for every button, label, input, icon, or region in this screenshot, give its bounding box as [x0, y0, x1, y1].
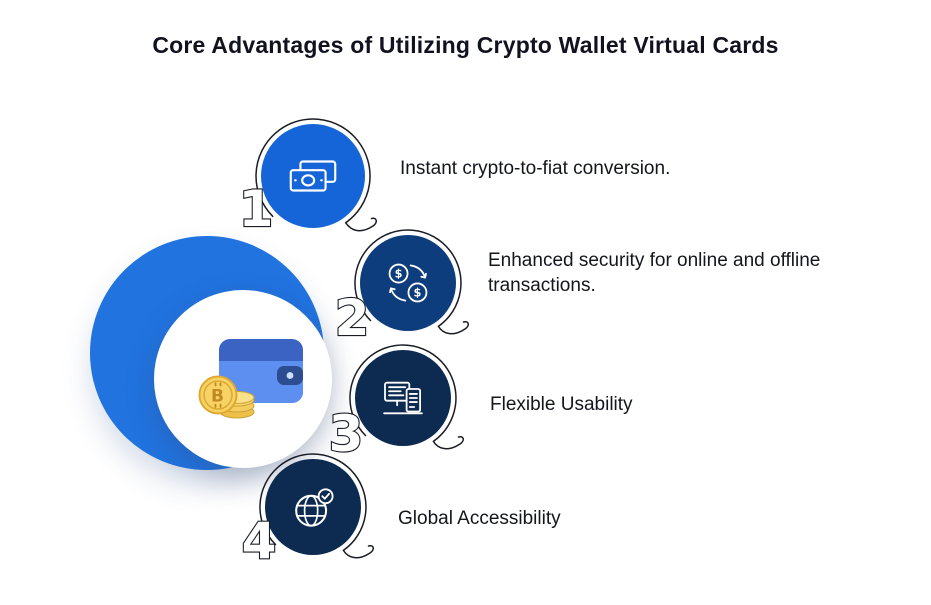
- bitcoin-symbol: B: [211, 387, 224, 407]
- advantage-3-label: Flexible Usability: [490, 394, 633, 415]
- currency-exchange-icon: $ $: [388, 263, 428, 303]
- banknotes-icon: [289, 160, 337, 192]
- center-inner-circle: B: [154, 290, 332, 468]
- check-badge: [317, 488, 334, 505]
- svg-text:$: $: [414, 287, 422, 300]
- advantage-1-badge: [261, 124, 365, 228]
- advantage-4-badge: [265, 459, 361, 555]
- check-icon: [321, 492, 330, 500]
- svg-text:$: $: [395, 268, 403, 281]
- advantage-4-label: Global Accessibility: [398, 508, 561, 529]
- advantage-1-label: Instant crypto-to-fiat conversion.: [400, 158, 671, 179]
- globe-check-icon: [295, 488, 334, 527]
- devices-cards-icon: [383, 381, 423, 415]
- advantage-2-badge: $ $: [360, 235, 456, 331]
- advantage-2-label: Enhanced security for online and offline…: [488, 250, 821, 297]
- page-title: Core Advantages of Utilizing Crypto Wall…: [152, 32, 779, 58]
- bitcoin-coin-icon: B: [198, 375, 238, 415]
- advantage-3-badge: [355, 350, 451, 446]
- crypto-wallet-illustration: B: [198, 339, 303, 419]
